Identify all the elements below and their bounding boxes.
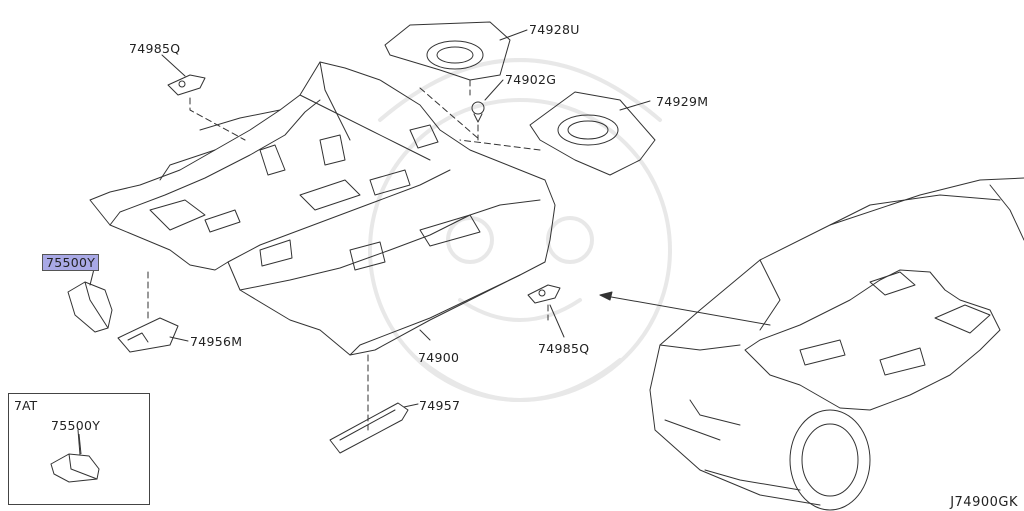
fastener-74985Q-top: [167, 74, 206, 96]
watermark-logo: [368, 58, 672, 402]
bracket-75500Y: [67, 281, 113, 333]
inset-bracket-75500Y: [50, 433, 100, 483]
insulator-pad-74928U: [384, 21, 511, 81]
part-label-74900[interactable]: 74900: [418, 350, 460, 365]
part-label-74957[interactable]: 74957: [419, 398, 461, 413]
car-carpet-miniature: [744, 269, 1001, 411]
part-label-74928U[interactable]: 74928U: [529, 22, 580, 37]
pointer-arrow: [599, 291, 771, 326]
part-label-74929M[interactable]: 74929M: [656, 94, 709, 109]
floor-carpet-74900: [89, 61, 556, 356]
part-label-74902G[interactable]: 74902G: [505, 72, 557, 87]
sill-plate-74957: [329, 402, 409, 454]
diagram-id: J74900GK: [950, 495, 1018, 510]
part-label-75500Y-inset[interactable]: 75500Y: [51, 418, 101, 433]
car-outline: [649, 177, 1024, 511]
insulator-pad-74929M: [529, 91, 656, 176]
fastener-74985Q-right: [527, 284, 561, 304]
inset-tag: 7AT: [14, 398, 38, 413]
part-label-75500Y-highlighted[interactable]: 75500Y: [42, 254, 100, 271]
mat-piece-74956M: [117, 317, 179, 353]
part-label-74985Q-top[interactable]: 74985Q: [129, 41, 181, 56]
part-label-74985Q-right[interactable]: 74985Q: [538, 341, 590, 356]
dashed-guide-lines: [147, 79, 549, 431]
part-label-74956M[interactable]: 74956M: [190, 334, 243, 349]
inset-7at-box: 7AT 75500Y: [8, 393, 150, 505]
clip-74902G: [471, 101, 485, 123]
